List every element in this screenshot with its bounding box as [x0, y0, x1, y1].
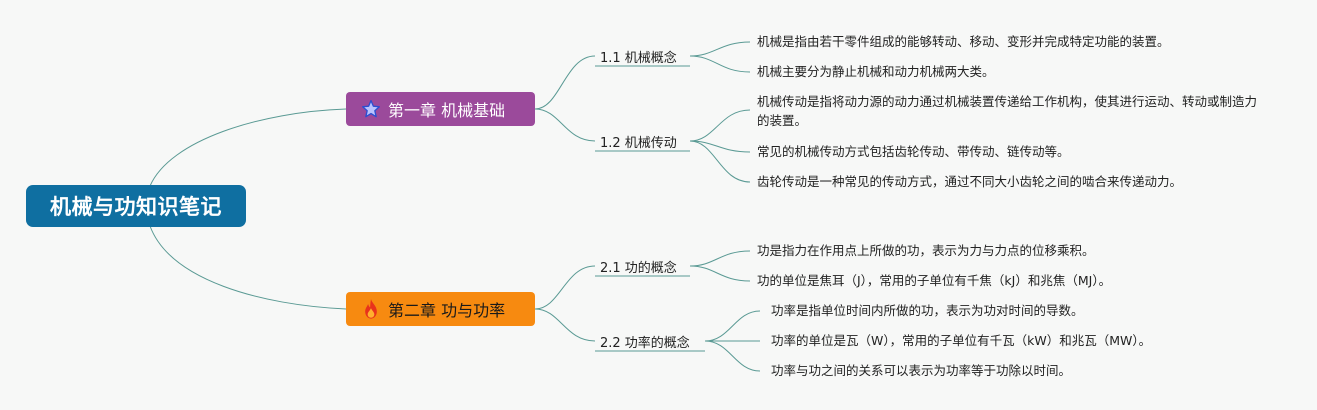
- point-1-1-2[interactable]: 机械主要分为静止机械和动力机械两大类。: [757, 64, 995, 79]
- link-ch1-s12: [534, 108, 596, 142]
- fire-icon: [360, 298, 382, 320]
- link-ch2-s21: [534, 265, 596, 310]
- point-2-2-1[interactable]: 功率是指单位时间内所做的功，表示为功对时间的导数。: [771, 303, 1084, 318]
- link-ch2-s22: [534, 308, 596, 342]
- link-ch1-s11: [534, 55, 596, 110]
- point-2-1-1[interactable]: 功是指力在作用点上所做的功，表示为力与力点的位移乘积。: [757, 243, 1095, 258]
- chapter-node-1[interactable]: 第一章 机械基础: [346, 92, 535, 126]
- point-1-2-1[interactable]: 机械传动是指将动力源的动力通过机械装置传递给工作机构，使其进行运动、转动或制造力…: [757, 94, 1258, 128]
- root-node[interactable]: 机械与功知识笔记: [26, 185, 246, 227]
- star-icon: [360, 98, 382, 120]
- section-node-2-2[interactable]: 2.2 功率的概念: [600, 336, 690, 351]
- point-1-1-1[interactable]: 机械是指由若干零件组成的能够转动、移动、变形并完成特定功能的装置。: [757, 34, 1170, 49]
- section-node-1-1[interactable]: 1.1 机械概念: [600, 51, 677, 66]
- chapter-title: 第二章 功与功率: [388, 301, 506, 320]
- point-2-2-3[interactable]: 功率与功之间的关系可以表示为功率等于功除以时间。: [771, 363, 1072, 378]
- chapter-title: 第一章 机械基础: [388, 101, 506, 120]
- point-1-2-2[interactable]: 常见的机械传动方式包括齿轮传动、带传动、链传动等。: [757, 144, 1070, 159]
- section-node-1-2[interactable]: 1.2 机械传动: [600, 136, 677, 151]
- link-root-ch2: [149, 225, 347, 310]
- section-node-2-1[interactable]: 2.1 功的概念: [600, 261, 677, 276]
- root-title: 机械与功知识笔记: [50, 195, 222, 219]
- point-2-2-2[interactable]: 功率的单位是瓦（W），常用的子单位有千瓦（kW）和兆瓦（MW）。: [771, 333, 1152, 348]
- point-2-1-2[interactable]: 功的单位是焦耳（J），常用的子单位有千焦（kJ）和兆焦（MJ）。: [757, 273, 1112, 288]
- point-1-2-3[interactable]: 齿轮传动是一种常见的传动方式，通过不同大小齿轮之间的啮合来传递动力。: [757, 174, 1183, 189]
- chapter-node-2[interactable]: 第二章 功与功率: [346, 292, 535, 326]
- link-root-ch1: [149, 108, 347, 187]
